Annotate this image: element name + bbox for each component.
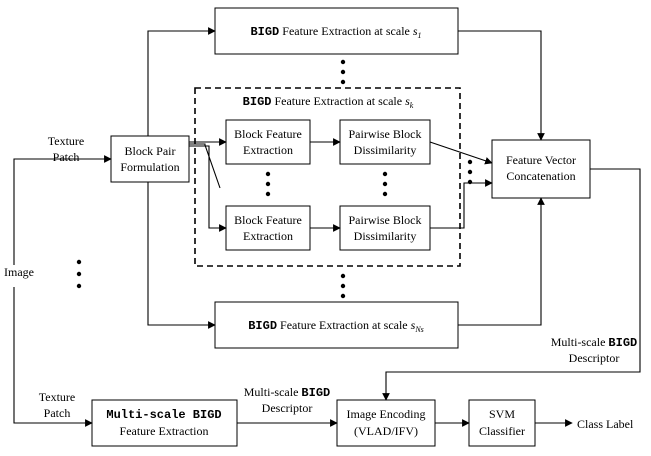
- connectors: [13, 27, 641, 427]
- arrow-to-block-feature-2: [189, 145, 227, 232]
- pairwise-2-line2: Dissimilarity: [354, 229, 417, 243]
- concat-line1: Feature Vector: [506, 153, 576, 167]
- arrow-image-to-block-pair: [13, 155, 112, 265]
- ms-extraction-box: [91, 399, 238, 447]
- arrow-concat-to-encoding: [382, 168, 641, 401]
- texture-patch-bottom-line2: Patch: [44, 406, 71, 420]
- ms-descriptor-right-line1: Multi-scale BIGD: [551, 335, 637, 350]
- block-feature-box-1: [225, 119, 311, 165]
- pairwise-box-1: [339, 119, 431, 165]
- block-pair-line1: Block Pair: [125, 144, 176, 158]
- pairwise-2-line1: Pairwise Block: [349, 213, 422, 227]
- bottom-scale-box-label: BIGD Feature Extraction at scale sNs: [248, 318, 424, 334]
- svm-line1: SVM: [489, 407, 515, 421]
- texture-patch-top-line2: Patch: [53, 150, 80, 164]
- top-scale-box: [214, 7, 459, 55]
- image-encoding-line1: Image Encoding: [347, 407, 426, 421]
- ms-extraction-line2: Feature Extraction: [120, 424, 209, 438]
- fan-line: [189, 143, 221, 189]
- concat-box: [491, 139, 591, 199]
- block-pair-line2: Formulation: [120, 160, 179, 174]
- middle-scale-group: [194, 87, 461, 267]
- block-feature-2-line2: Extraction: [243, 229, 293, 243]
- block-feature-1-line1: Block Feature: [234, 127, 302, 141]
- block-feature-2-line1: Block Feature: [234, 213, 302, 227]
- middle-scale-group-label: BIGD Feature Extraction at scale sk: [243, 94, 414, 110]
- arrow-bottom-scale-to-concat: [458, 197, 545, 326]
- arrow-to-bottom-scale: [147, 182, 216, 329]
- arrow-top-scale-to-concat: [458, 30, 545, 141]
- block-pair-box: [110, 135, 190, 183]
- arrow-pairwise1-to-concat: [429, 141, 493, 165]
- arrow-image-to-ms-extraction: [13, 287, 93, 427]
- ms-descriptor-right-line2: Descriptor: [569, 351, 620, 365]
- arrow-to-top-scale: [147, 27, 216, 136]
- texture-patch-bottom-line1: Texture: [39, 390, 75, 404]
- block-feature-1-line2: Extraction: [243, 143, 293, 157]
- svm-line2: Classifier: [479, 424, 525, 438]
- ellipsis-dots: [76, 59, 473, 299]
- pairwise-1-line1: Pairwise Block: [349, 127, 422, 141]
- image-label: Image: [4, 265, 34, 279]
- ms-descriptor-mid-line1: Multi-scale BIGD: [244, 385, 330, 400]
- top-scale-box-label: BIGD Feature Extraction at scale s1: [250, 24, 421, 40]
- ms-descriptor-mid-line2: Descriptor: [262, 401, 313, 415]
- concat-line2: Concatenation: [506, 169, 575, 183]
- class-label: Class Label: [577, 417, 634, 431]
- texture-patch-top-line1: Texture: [48, 134, 84, 148]
- ms-extraction-line1: Multi-scale BIGD: [106, 408, 221, 422]
- image-encoding-line2: (VLAD/IFV): [354, 424, 418, 438]
- pairwise-1-line2: Dissimilarity: [354, 143, 417, 157]
- arrow-pairwise2-to-concat: [430, 179, 493, 229]
